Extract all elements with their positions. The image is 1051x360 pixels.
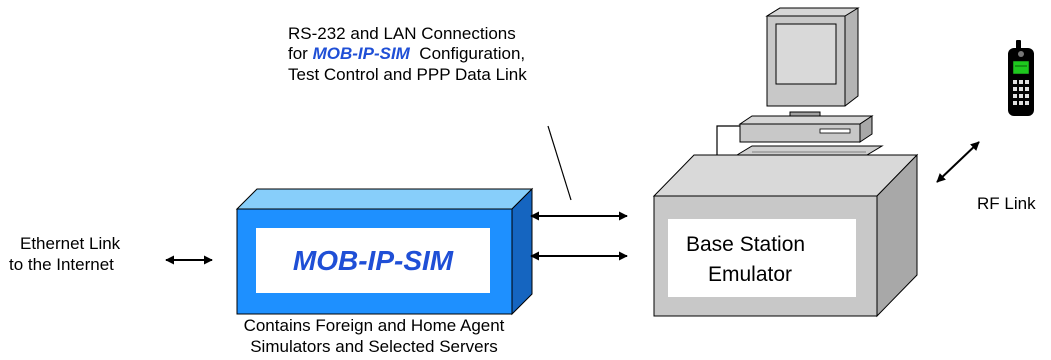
- base-station-emulator-box: Base Station Emulator: [652, 153, 919, 318]
- mob-box-label-panel: [256, 228, 490, 293]
- mob-box-caption-line1: Contains Foreign and Home Agent: [244, 316, 505, 335]
- drive-slot: [819, 128, 851, 134]
- base-station-title-line2: Emulator: [708, 263, 792, 286]
- mob-box-title: MOB-IP-SIM: [293, 245, 454, 276]
- base-station-label-panel: [668, 219, 856, 297]
- mob-box-top-face: [235, 188, 534, 210]
- rs232-caption-line2: for MOB-IP-SIM Configuration,: [288, 44, 525, 63]
- mobile-phone-icon: [1008, 40, 1034, 116]
- rf-link-label: RF Link: [977, 194, 1036, 213]
- ethernet-caption-line2: to the Internet: [9, 255, 114, 274]
- rs232-caption: RS-232 and LAN Connections for MOB-IP-SI…: [288, 24, 527, 84]
- desktop-computer-icon: [716, 7, 884, 164]
- caption-pointer-line: [547, 125, 572, 201]
- computer-cable: [716, 125, 740, 155]
- mob-box-caption: Contains Foreign and Home Agent Simulato…: [244, 316, 505, 356]
- base-station-top-face: [652, 154, 919, 197]
- phone-keypad: [1013, 80, 1029, 105]
- system-unit-top: [738, 115, 874, 125]
- rs232-caption-prefix: for: [288, 44, 313, 63]
- mob-box-side-face: [511, 187, 533, 316]
- ethernet-caption-line1: Ethernet Link: [20, 234, 121, 253]
- rf-link-arrow: [936, 141, 980, 183]
- rs232-caption-brand: MOB-IP-SIM: [313, 44, 411, 63]
- rs232-caption-suffix: Configuration,: [410, 44, 525, 63]
- phone-earpiece: [1018, 51, 1024, 57]
- mob-box-caption-line2: Simulators and Selected Servers: [250, 337, 498, 356]
- monitor-top: [765, 7, 860, 17]
- rs232-caption-line3: Test Control and PPP Data Link: [288, 65, 527, 84]
- ethernet-caption: Ethernet Link to the Internet: [9, 234, 121, 274]
- phone-display: [1012, 60, 1030, 75]
- base-station-title-line1: Base Station: [686, 233, 805, 256]
- monitor-screen: [775, 23, 837, 85]
- mob-ip-sim-box: MOB-IP-SIM: [235, 187, 534, 316]
- rs232-caption-line1: RS-232 and LAN Connections: [288, 24, 516, 43]
- system-unit-front: [739, 123, 861, 143]
